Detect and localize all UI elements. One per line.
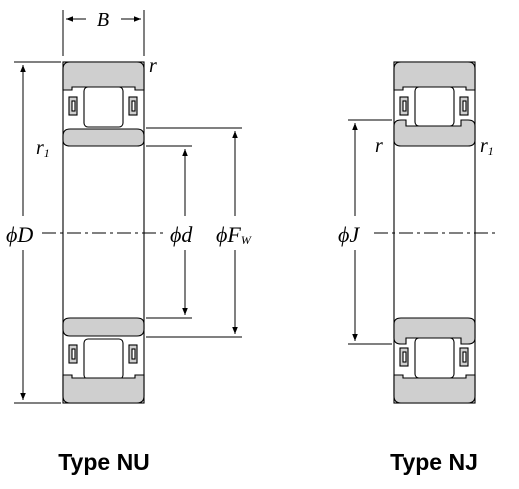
nu-roller-bottom xyxy=(83,338,124,380)
nj-roller-bottom xyxy=(414,337,455,379)
label-r-nu: r xyxy=(149,55,157,77)
nu-cage-bottom-right-inner xyxy=(131,348,136,360)
nj-cage-top-right-inner xyxy=(462,100,467,112)
nj-cage-top-left-inner xyxy=(402,100,407,112)
label-r-nj: r xyxy=(375,135,383,157)
label-j: ϕJ xyxy=(338,222,360,247)
nj-cage-bottom-right-inner xyxy=(462,351,467,363)
type-nu-bearing xyxy=(62,61,145,404)
label-d-bore: ϕd xyxy=(170,222,193,247)
label-r1-nu: r1 xyxy=(36,137,50,160)
nj-inner-ring-top xyxy=(393,119,476,147)
nu-outer-ring-top xyxy=(62,61,145,91)
nu-outer-ring-bottom xyxy=(62,374,145,404)
nj-inner-ring-bottom xyxy=(393,317,476,345)
nu-dim-d-outer xyxy=(14,61,61,404)
type-nj-bearing xyxy=(393,61,476,404)
nj-outer-ring-top xyxy=(393,61,476,91)
nu-inner-ring-bottom xyxy=(62,317,145,337)
caption-type-nj: Type NJ xyxy=(390,449,478,475)
nu-cage-top-right-inner xyxy=(131,100,136,112)
nu-cage-top-left-inner xyxy=(71,100,76,112)
nu-inner-ring-top xyxy=(62,128,145,147)
nu-dim-b xyxy=(62,10,145,56)
nj-outer-ring-bottom xyxy=(393,374,476,404)
caption-type-nu: Type NU xyxy=(58,449,150,475)
nu-dim-d-bore xyxy=(146,145,192,319)
label-r1-nj: r1 xyxy=(480,135,494,158)
label-fw: ϕFW xyxy=(216,222,252,247)
label-d-outer: ϕD xyxy=(6,222,33,247)
nj-roller-top xyxy=(414,86,455,127)
nj-cage-bottom-left-inner xyxy=(402,351,407,363)
nj-dim-j xyxy=(348,119,392,345)
nu-dim-fw xyxy=(146,127,242,338)
nu-roller-top xyxy=(83,86,124,128)
nu-cage-bottom-left-inner xyxy=(71,348,76,360)
label-b: B xyxy=(97,9,109,31)
